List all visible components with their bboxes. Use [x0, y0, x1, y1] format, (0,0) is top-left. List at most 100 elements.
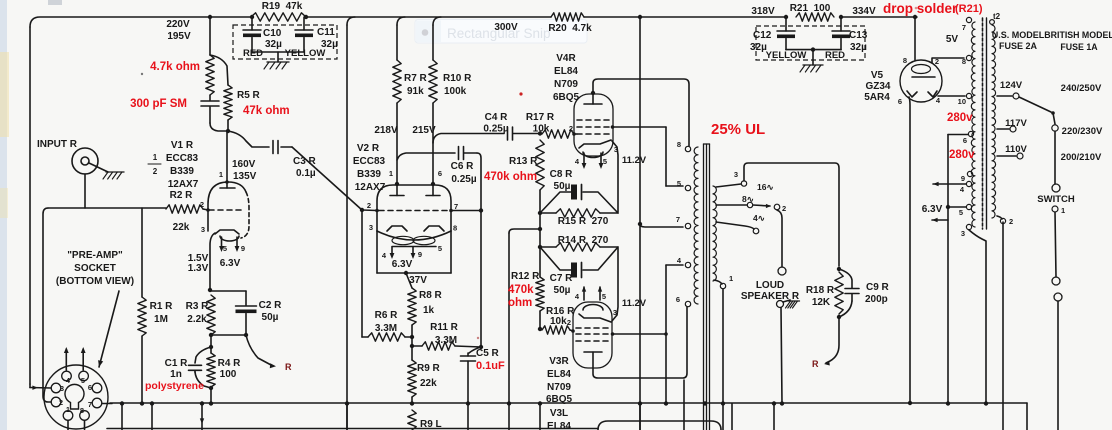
svg-text:1k: 1k: [423, 305, 435, 316]
svg-text:7: 7: [962, 23, 966, 32]
svg-text:R21 100: R21 100: [790, 3, 831, 14]
svg-text:FUSE 1A: FUSE 1A: [1060, 42, 1098, 52]
svg-text:RED: RED: [825, 50, 845, 61]
svg-text:6: 6: [963, 136, 967, 145]
svg-text:B339: B339: [170, 166, 194, 177]
svg-text:2: 2: [59, 398, 63, 407]
svg-text:32µ: 32µ: [750, 42, 767, 53]
svg-text:1: 1: [389, 169, 393, 178]
svg-text:6.3V: 6.3V: [220, 258, 241, 269]
svg-text:16∿: 16∿: [757, 182, 774, 192]
svg-text:INPUT R: INPUT R: [37, 139, 78, 150]
svg-text:4: 4: [575, 157, 580, 166]
svg-text:3: 3: [60, 384, 64, 393]
svg-text:drop solder: drop solder: [883, 1, 958, 16]
svg-text:10k: 10k: [550, 316, 567, 327]
svg-text:C5 R: C5 R: [476, 348, 500, 359]
svg-text:1M: 1M: [154, 314, 168, 325]
svg-text:2: 2: [1009, 217, 1013, 226]
svg-text:318V: 318V: [751, 6, 775, 17]
svg-text:2.2k: 2.2k: [187, 314, 207, 325]
svg-text:4∿: 4∿: [753, 213, 765, 223]
svg-text:C10: C10: [263, 28, 282, 39]
svg-text:22k: 22k: [420, 378, 437, 389]
svg-text:V1 R: V1 R: [171, 140, 194, 151]
svg-text:V2 R: V2 R: [357, 143, 380, 154]
svg-text:V4R: V4R: [556, 53, 576, 64]
svg-text:2: 2: [782, 204, 786, 213]
svg-text:R16 R: R16 R: [546, 306, 575, 317]
svg-text:R9 R: R9 R: [417, 363, 441, 374]
svg-text:5: 5: [438, 244, 442, 253]
svg-text:C13: C13: [849, 30, 868, 41]
svg-text:0.25µ: 0.25µ: [451, 174, 476, 185]
svg-text:C9 R: C9 R: [866, 282, 890, 293]
svg-text:V3L: V3L: [550, 408, 568, 419]
svg-text:160V: 160V: [232, 159, 256, 170]
svg-text:LOUD: LOUD: [756, 280, 784, 291]
svg-text:2: 2: [200, 200, 204, 209]
svg-text:5V: 5V: [946, 34, 959, 45]
svg-text:EL84: EL84: [554, 66, 578, 77]
svg-text:3: 3: [613, 308, 617, 317]
svg-text:R15 R 270: R15 R 270: [558, 216, 609, 227]
svg-text:SWITCH: SWITCH: [1037, 194, 1075, 205]
svg-text:C12: C12: [753, 30, 772, 41]
svg-text:220/230V: 220/230V: [1062, 126, 1103, 137]
svg-text:R2 R: R2 R: [170, 190, 194, 201]
svg-text:YELLOW: YELLOW: [766, 50, 807, 61]
svg-text:280v: 280v: [947, 112, 973, 124]
svg-text:C3 R: C3 R: [293, 156, 317, 167]
svg-text:1n: 1n: [170, 369, 182, 380]
svg-text:4: 4: [960, 185, 965, 194]
svg-text:2: 2: [935, 57, 939, 66]
svg-text:47k ohm: 47k ohm: [243, 105, 290, 117]
svg-text:12AX7: 12AX7: [168, 179, 199, 190]
svg-text:ohm: ohm: [508, 297, 532, 309]
svg-text:R1 R: R1 R: [150, 301, 174, 312]
svg-text:5AR4: 5AR4: [864, 92, 890, 103]
svg-text:0.1uF: 0.1uF: [476, 360, 505, 372]
svg-text:R3 R: R3 R: [186, 301, 210, 312]
svg-text:R19 47k: R19 47k: [262, 1, 303, 12]
svg-text:3: 3: [201, 225, 205, 234]
svg-text:polystyrene: polystyrene: [145, 380, 204, 392]
svg-text:R7 R: R7 R: [404, 73, 428, 84]
svg-text:C6 R: C6 R: [451, 161, 475, 172]
svg-text:22k: 22k: [173, 222, 190, 233]
svg-text:1: 1: [153, 153, 158, 162]
svg-text:470k: 470k: [508, 284, 534, 296]
svg-text:R17 R: R17 R: [526, 112, 555, 123]
svg-text:YELLOW: YELLOW: [285, 48, 326, 59]
svg-text:4: 4: [66, 376, 71, 385]
svg-text:C2 R: C2 R: [259, 300, 283, 311]
svg-text:FUSE 2A: FUSE 2A: [999, 41, 1038, 51]
svg-text:V5: V5: [871, 70, 884, 81]
svg-text:195V: 195V: [167, 31, 191, 42]
svg-text:1.3V: 1.3V: [188, 263, 209, 274]
svg-text:50µ: 50µ: [554, 181, 571, 192]
svg-text:3: 3: [961, 229, 965, 238]
svg-text:124V: 124V: [1000, 80, 1023, 91]
svg-text:9: 9: [961, 174, 965, 183]
svg-text:218V: 218V: [374, 125, 398, 136]
svg-text:5: 5: [602, 292, 606, 301]
svg-text:C11: C11: [317, 27, 335, 38]
svg-text:7: 7: [88, 400, 92, 409]
svg-text:7: 7: [454, 202, 458, 211]
svg-text:EL84: EL84: [547, 421, 571, 430]
svg-text:2: 2: [153, 167, 158, 176]
svg-text:100k: 100k: [444, 86, 467, 97]
svg-text:5: 5: [81, 376, 85, 385]
svg-text:R4 R: R4 R: [218, 358, 242, 369]
svg-text:0.25µ: 0.25µ: [483, 124, 508, 135]
svg-text:t2: t2: [993, 12, 1001, 21]
svg-text:32µ: 32µ: [321, 39, 338, 50]
svg-text:6BQ5: 6BQ5: [546, 394, 573, 405]
svg-text:8: 8: [677, 140, 681, 149]
svg-text:V3R: V3R: [549, 356, 569, 367]
svg-text:6.3V: 6.3V: [922, 204, 943, 215]
svg-text:9: 9: [241, 244, 245, 253]
svg-text:B339: B339: [357, 169, 381, 180]
svg-text:2: 2: [569, 124, 573, 133]
